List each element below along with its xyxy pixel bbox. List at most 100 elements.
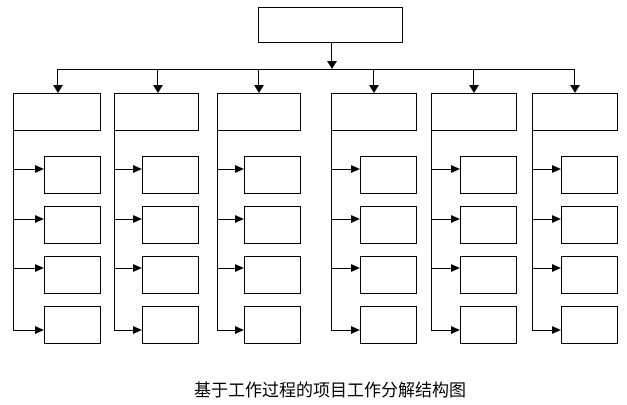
- down-arrowhead-icon: [570, 85, 580, 93]
- right-arrowhead-icon: [552, 165, 561, 173]
- column-connector-line: [217, 131, 218, 331]
- child-box: [244, 306, 301, 344]
- branch-line: [115, 330, 133, 331]
- column-header-box: [217, 93, 301, 131]
- child-box: [142, 206, 199, 244]
- right-arrowhead-icon: [235, 215, 244, 223]
- column-stub-line: [258, 69, 259, 85]
- child-box: [360, 306, 417, 344]
- right-arrowhead-icon: [451, 165, 460, 173]
- child-box: [460, 206, 517, 244]
- child-box: [360, 156, 417, 194]
- column-header-box: [532, 93, 618, 131]
- right-arrowhead-icon: [235, 165, 244, 173]
- branch-line: [533, 169, 552, 170]
- branch-line: [115, 169, 133, 170]
- branch-line: [14, 219, 35, 220]
- right-arrowhead-icon: [351, 215, 360, 223]
- diagram-caption: 基于工作过程的项目工作分解结构图: [194, 381, 466, 401]
- branch-line: [432, 169, 451, 170]
- branch-line: [218, 169, 235, 170]
- branch-line: [14, 330, 35, 331]
- child-box: [142, 156, 199, 194]
- right-arrowhead-icon: [35, 215, 44, 223]
- child-box: [244, 256, 301, 294]
- child-box: [142, 306, 199, 344]
- root-connector-line: [331, 43, 332, 61]
- branch-line: [218, 330, 235, 331]
- column-stub-line: [574, 69, 575, 85]
- right-arrowhead-icon: [133, 264, 142, 272]
- branch-line: [332, 330, 351, 331]
- branch-line: [533, 219, 552, 220]
- branch-line: [533, 268, 552, 269]
- child-box: [460, 306, 517, 344]
- child-box: [460, 256, 517, 294]
- child-box: [142, 256, 199, 294]
- child-box: [44, 306, 101, 344]
- column-header-box: [13, 93, 101, 131]
- child-box: [44, 206, 101, 244]
- column-connector-line: [114, 131, 115, 331]
- branch-line: [218, 268, 235, 269]
- child-box: [561, 306, 618, 344]
- column-connector-line: [431, 131, 432, 331]
- right-arrowhead-icon: [235, 326, 244, 334]
- right-arrowhead-icon: [552, 264, 561, 272]
- right-arrowhead-icon: [451, 326, 460, 334]
- down-arrowhead-icon: [327, 61, 337, 69]
- column-header-box: [114, 93, 199, 131]
- column-stub-line: [157, 69, 158, 85]
- column-header-box: [431, 93, 517, 131]
- branch-line: [115, 219, 133, 220]
- child-box: [561, 156, 618, 194]
- bus-line: [57, 69, 575, 70]
- down-arrowhead-icon: [53, 85, 63, 93]
- right-arrowhead-icon: [351, 326, 360, 334]
- right-arrowhead-icon: [133, 215, 142, 223]
- right-arrowhead-icon: [133, 165, 142, 173]
- column-connector-line: [13, 131, 14, 331]
- right-arrowhead-icon: [552, 215, 561, 223]
- branch-line: [332, 169, 351, 170]
- branch-line: [218, 219, 235, 220]
- right-arrowhead-icon: [35, 326, 44, 334]
- down-arrowhead-icon: [153, 85, 163, 93]
- branch-line: [14, 169, 35, 170]
- right-arrowhead-icon: [451, 264, 460, 272]
- right-arrowhead-icon: [451, 215, 460, 223]
- child-box: [44, 156, 101, 194]
- right-arrowhead-icon: [351, 264, 360, 272]
- branch-line: [332, 268, 351, 269]
- child-box: [561, 256, 618, 294]
- column-header-box: [331, 93, 417, 131]
- branch-line: [432, 330, 451, 331]
- down-arrowhead-icon: [254, 85, 264, 93]
- right-arrowhead-icon: [35, 165, 44, 173]
- child-box: [460, 156, 517, 194]
- branch-line: [533, 330, 552, 331]
- column-stub-line: [57, 69, 58, 85]
- column-stub-line: [373, 69, 374, 85]
- right-arrowhead-icon: [552, 326, 561, 334]
- branch-line: [432, 268, 451, 269]
- child-box: [244, 206, 301, 244]
- child-box: [360, 206, 417, 244]
- column-stub-line: [473, 69, 474, 85]
- down-arrowhead-icon: [469, 85, 479, 93]
- branch-line: [115, 268, 133, 269]
- column-connector-line: [331, 131, 332, 331]
- right-arrowhead-icon: [351, 165, 360, 173]
- right-arrowhead-icon: [133, 326, 142, 334]
- child-box: [360, 256, 417, 294]
- branch-line: [432, 219, 451, 220]
- down-arrowhead-icon: [369, 85, 379, 93]
- child-box: [561, 206, 618, 244]
- root-box: [258, 7, 403, 43]
- branch-line: [14, 268, 35, 269]
- child-box: [44, 256, 101, 294]
- child-box: [244, 156, 301, 194]
- right-arrowhead-icon: [35, 264, 44, 272]
- right-arrowhead-icon: [235, 264, 244, 272]
